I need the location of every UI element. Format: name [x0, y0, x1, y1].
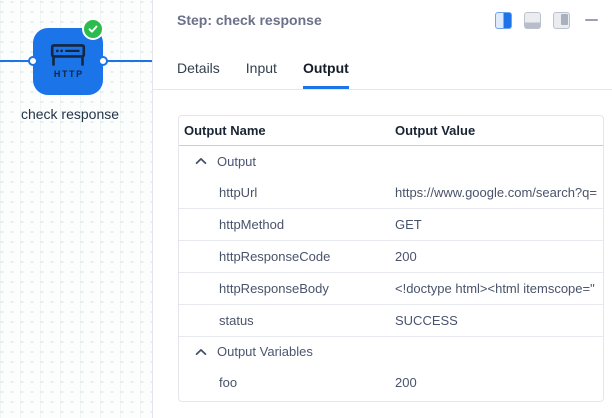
output-value: 200 — [395, 374, 417, 390]
tab-input[interactable]: Input — [245, 60, 277, 76]
minimize-icon[interactable] — [585, 18, 598, 22]
dock-bottom-icon[interactable] — [524, 11, 541, 29]
chevron-up-icon[interactable] — [195, 157, 207, 165]
output-value: GET — [395, 217, 422, 232]
panel-header: Step: check response — [153, 0, 612, 40]
dock-right-icon[interactable] — [553, 11, 570, 29]
node-port-right[interactable] — [98, 56, 108, 66]
table-row[interactable]: httpResponseBody <!doctype html><html ite… — [179, 272, 603, 304]
edge-incoming[interactable] — [0, 60, 33, 62]
group-label: Output Variables — [217, 344, 313, 359]
chevron-up-icon[interactable] — [195, 348, 207, 356]
output-value: https://www.google.com/search?q= — [395, 184, 597, 200]
node-port-left[interactable] — [28, 56, 38, 66]
split-view-icon[interactable] — [495, 11, 512, 29]
table-row[interactable]: httpResponseCode 200 — [179, 240, 603, 272]
group-row[interactable]: Output — [179, 146, 603, 176]
table-row[interactable]: httpUrl https://www.google.com/search?q= — [179, 176, 603, 208]
http-browser-icon — [50, 44, 86, 66]
output-name: httpUrl — [219, 184, 258, 200]
panel-controls — [495, 11, 598, 29]
panel-title: Step: check response — [177, 12, 322, 28]
output-name: httpResponseCode — [219, 249, 331, 264]
step-details-panel: Step: check response Details Input Outpu… — [152, 0, 612, 418]
group-row[interactable]: Output Variables — [179, 336, 603, 366]
tab-details[interactable]: Details — [177, 60, 220, 76]
column-header-output-name: Output Name — [184, 123, 266, 138]
table-header: Output Name Output Value — [179, 116, 603, 146]
check-icon — [88, 25, 98, 33]
flow-canvas[interactable]: HTTP check response — [0, 0, 152, 418]
output-name: foo — [219, 374, 238, 390]
output-name: httpMethod — [219, 217, 285, 232]
group-label: Output — [217, 153, 257, 169]
node-status-badge — [82, 18, 104, 40]
column-header-output-value: Output Value — [395, 123, 476, 138]
http-task-node[interactable]: HTTP — [33, 18, 104, 95]
output-value: 200 — [395, 249, 417, 264]
output-value: SUCCESS — [395, 313, 458, 328]
output-name: status — [219, 313, 254, 328]
table-row[interactable]: foo 200 — [179, 366, 603, 398]
table-row[interactable]: httpMethod GET — [179, 208, 603, 240]
output-value: <!doctype html><html itemscope=" — [395, 281, 595, 296]
output-table-body: Output httpUrl https://www.google.com/sear… — [179, 146, 603, 398]
node-label: check response — [20, 106, 120, 122]
tab-bar: Details Input Output — [153, 40, 612, 90]
table-row[interactable]: status SUCCESS — [179, 304, 603, 336]
edge-outgoing[interactable] — [103, 60, 152, 62]
tab-output[interactable]: Output — [302, 60, 349, 89]
node-type-label: HTTP — [53, 69, 84, 79]
output-name: httpResponseBody — [219, 281, 329, 296]
